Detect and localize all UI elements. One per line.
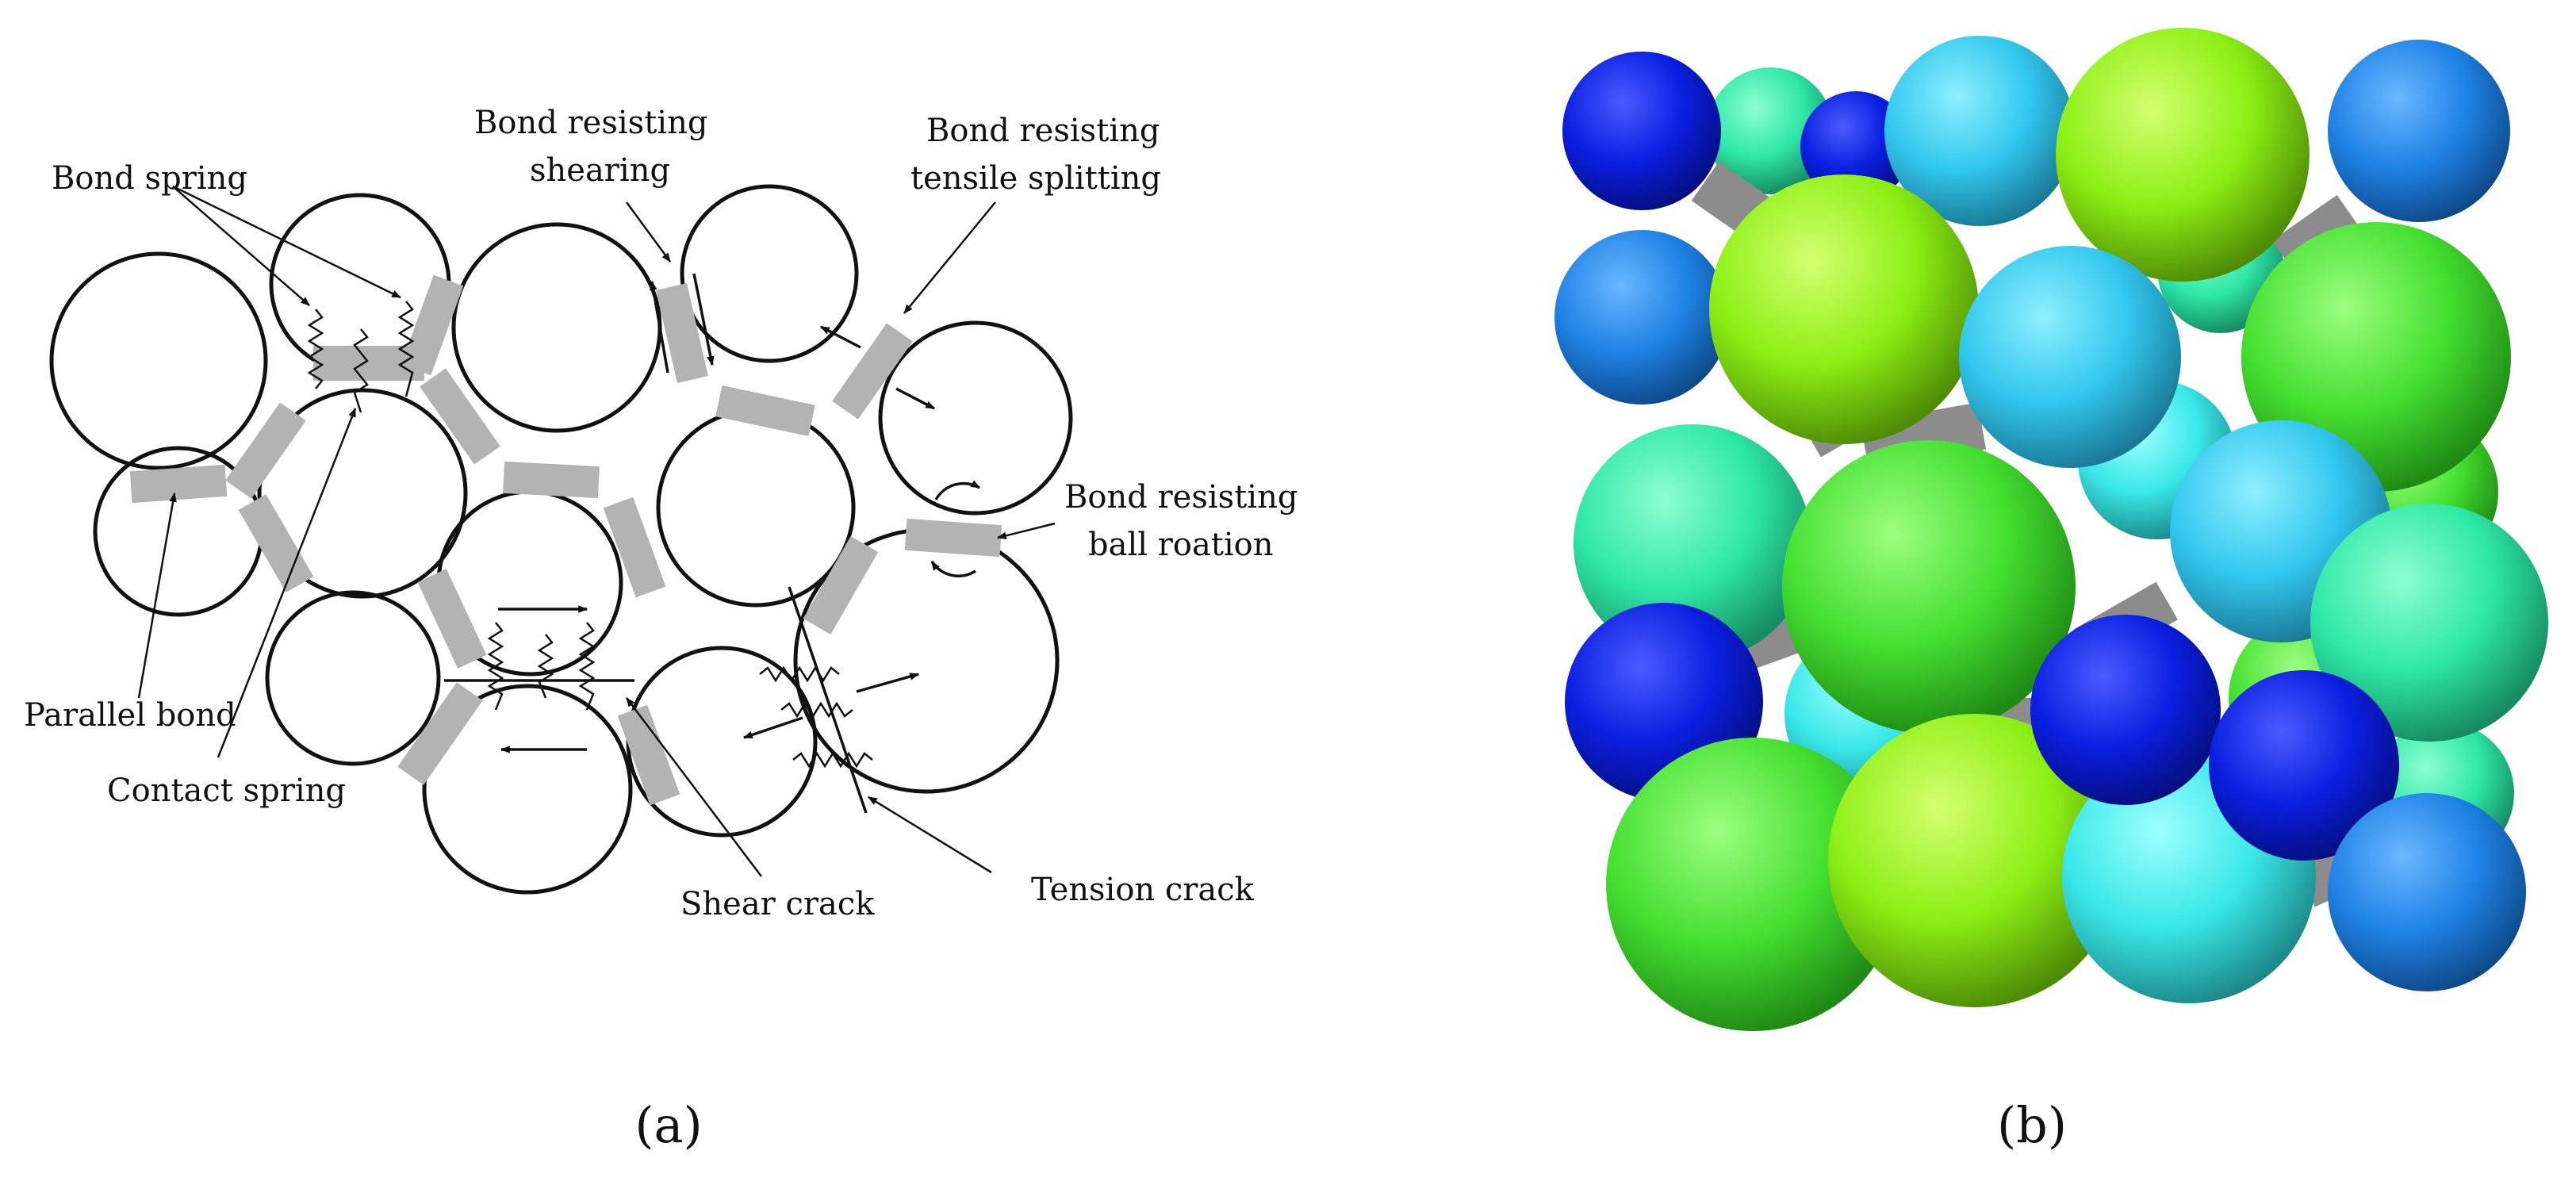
particles <box>49 184 1073 895</box>
contact-spring <box>759 665 840 683</box>
label-bond-resisting-tensile-2: tensile splitting <box>910 160 1161 197</box>
leader-rotation <box>996 522 1056 540</box>
label-bond-resisting-shearing-2: shearing <box>530 152 670 189</box>
panel-a: Bond spring Bond resisting shearing Bond… <box>24 105 1298 1154</box>
parallel-bond <box>656 283 708 383</box>
crack-lines <box>444 273 981 814</box>
leader-tensile <box>903 201 996 314</box>
parallel-bonds <box>129 274 1002 806</box>
tension-arrow-right <box>856 673 920 693</box>
sphere <box>1606 738 1899 1031</box>
leader-bond-spring-2 <box>172 185 402 299</box>
parallel-bond <box>832 323 913 420</box>
shearing-arrow-left <box>650 280 669 374</box>
particle <box>451 222 662 433</box>
caption-b: (b) <box>1997 1096 2067 1154</box>
bond-spring <box>397 301 415 397</box>
label-bond-spring: Bond spring <box>52 160 247 197</box>
tension-arrow-left <box>742 716 803 739</box>
label-bond-resisting-rotation-2: ball roation <box>1088 527 1274 563</box>
particle <box>49 251 268 470</box>
shearing-arrow-right <box>692 273 715 366</box>
particle <box>422 684 633 895</box>
particle <box>265 590 441 766</box>
leader-tension-crack <box>867 796 992 874</box>
sphere <box>2328 793 2526 991</box>
sphere <box>1782 440 2076 734</box>
sphere <box>1707 67 1834 194</box>
label-shear-crack: Shear crack <box>680 886 875 922</box>
label-bond-resisting-tensile-1: Bond resisting <box>926 113 1160 149</box>
sphere <box>1574 424 1811 662</box>
labels: Bond spring Bond resisting shearing Bond… <box>24 105 1298 922</box>
rotation-arrow-top <box>934 480 981 500</box>
tensile-arrow-a <box>819 325 861 349</box>
particle <box>680 184 859 363</box>
contact-spring <box>578 622 596 711</box>
parallel-bond <box>397 682 483 785</box>
sphere <box>1709 174 1979 444</box>
bond-spring <box>307 309 324 389</box>
leader-shear-crack <box>626 697 762 877</box>
tension-crack-line <box>788 586 868 814</box>
parallel-bond <box>401 274 464 376</box>
tensile-arrow-b <box>895 387 936 410</box>
parallel-bond <box>603 496 666 598</box>
contact-spring <box>780 701 853 719</box>
parallel-bond <box>420 368 500 465</box>
sphere <box>1800 91 1911 202</box>
parallel-bond <box>417 569 487 669</box>
sphere <box>1554 230 1729 404</box>
parallel-bond <box>803 536 879 635</box>
leader-shearing <box>625 201 672 263</box>
label-contact-spring: Contact spring <box>107 773 346 809</box>
sphere <box>1828 714 2122 1007</box>
particle <box>257 388 468 599</box>
front-spheres <box>1554 28 2548 1031</box>
sphere <box>2209 670 2399 861</box>
sphere <box>2328 40 2510 222</box>
sphere <box>2056 28 2310 282</box>
label-tension-crack: Tension crack <box>1031 872 1255 908</box>
leader-lines <box>137 185 1056 877</box>
rotation-arrow-bottom <box>930 560 976 577</box>
panel-b: (b) <box>1554 28 2548 1154</box>
bond-spring <box>353 328 369 413</box>
parallel-bond <box>238 494 314 592</box>
contact-spring <box>792 751 873 769</box>
sphere <box>1959 246 2181 468</box>
leader-bond-spring-1 <box>172 186 310 306</box>
label-bond-resisting-rotation-1: Bond resisting <box>1064 479 1298 516</box>
leader-parallel-bond <box>137 492 177 699</box>
contact-spring <box>487 622 504 711</box>
parallel-bond <box>904 518 1002 558</box>
sphere <box>2310 504 2548 742</box>
label-parallel-bond: Parallel bond <box>24 697 236 734</box>
parallel-bond <box>129 464 228 504</box>
parallel-bond <box>225 402 306 499</box>
parallel-bond <box>503 461 600 499</box>
label-bond-resisting-shearing-1: Bond resisting <box>474 105 707 141</box>
leader-contact-spring <box>217 407 357 758</box>
sphere <box>1884 36 2075 226</box>
parallel-bond <box>617 704 680 806</box>
parallel-bond <box>715 385 815 437</box>
sphere <box>1562 52 1721 210</box>
sphere <box>2030 615 2221 805</box>
springs <box>307 301 873 769</box>
particle <box>878 320 1073 516</box>
caption-a: (a) <box>634 1096 702 1154</box>
